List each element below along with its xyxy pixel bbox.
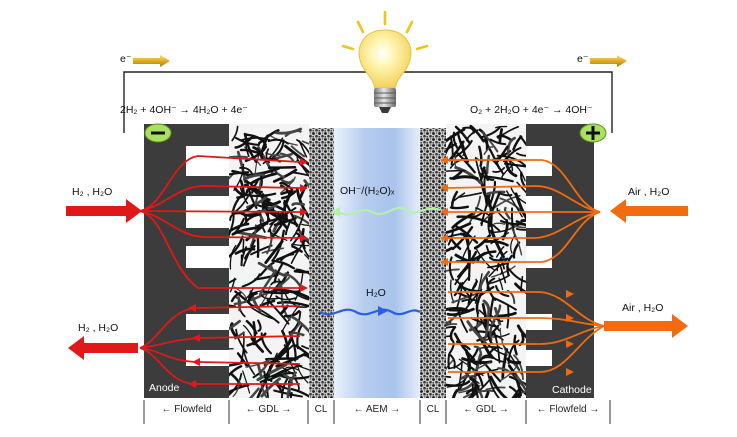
electron-label-right: e⁻ — [577, 53, 588, 65]
gdl-right-text: GDL — [476, 404, 496, 415]
cathode-flowfield — [526, 124, 594, 398]
flowfield-left-text: Flowfeld — [174, 404, 211, 415]
anode-label: Anode — [149, 382, 179, 394]
catalyst-layer-left — [308, 128, 334, 398]
cathode-outlet-label: Air , H₂O — [622, 302, 663, 314]
hydroxide-label: OH⁻/(H₂O)ₓ — [340, 185, 394, 197]
gdl-fiber — [264, 292, 288, 293]
flowfield-left-label: ← Flowfeld — [144, 404, 229, 415]
gdl-left-label: ← GDL → — [229, 404, 308, 415]
anode-flowfield — [144, 124, 229, 398]
gdl-fiber — [507, 306, 508, 327]
cathode-outlet-arrow — [604, 314, 688, 338]
flowfield-right-text: Flowfeld — [549, 404, 586, 415]
aem-label: ← AEM → — [334, 404, 420, 415]
cathode-inlet-arrow — [610, 199, 688, 223]
cathode-label: Cathode — [552, 384, 592, 396]
plus-terminal-icon — [580, 124, 606, 142]
gdl-left-text: GDL — [258, 404, 278, 415]
cl-left-label: CL — [308, 404, 334, 415]
cl-right-label: CL — [420, 404, 446, 415]
gdl-right-label: ← GDL → — [446, 404, 526, 415]
anode-outlet-arrow — [68, 336, 138, 360]
gdl-fiber — [444, 308, 463, 310]
gdl-fiber — [293, 204, 304, 205]
electron-arrow-icon — [133, 55, 170, 67]
anode-reaction-equation: 2H₂ + 4OH⁻ → 4H₂O + 4e⁻ — [120, 104, 248, 116]
cathode-reaction-equation: O₂ + 2H₂O + 4e⁻ → 4OH⁻ — [470, 104, 593, 116]
circuit-wire — [124, 72, 612, 133]
minus-terminal-icon — [145, 124, 171, 142]
flowfield-right-label: ← Flowfeld → — [526, 404, 610, 415]
aem-membrane — [334, 128, 420, 398]
water-label: H₂O — [366, 287, 386, 299]
cathode-inlet-label: Air , H₂O — [628, 186, 669, 198]
gdl-fiber — [448, 355, 449, 368]
anode-inlet-arrow — [66, 199, 142, 223]
electron-arrow-icon — [590, 55, 627, 67]
electron-label-left: e⁻ — [120, 53, 131, 65]
anode-outlet-label: H₂ , H₂O — [78, 322, 118, 334]
aem-text: AEM — [366, 404, 388, 415]
anode-inlet-label: H₂ , H₂O — [72, 186, 112, 198]
light-bulb-icon — [343, 12, 427, 113]
gdl-fiber — [522, 220, 550, 222]
gdl-fiber — [500, 130, 502, 142]
